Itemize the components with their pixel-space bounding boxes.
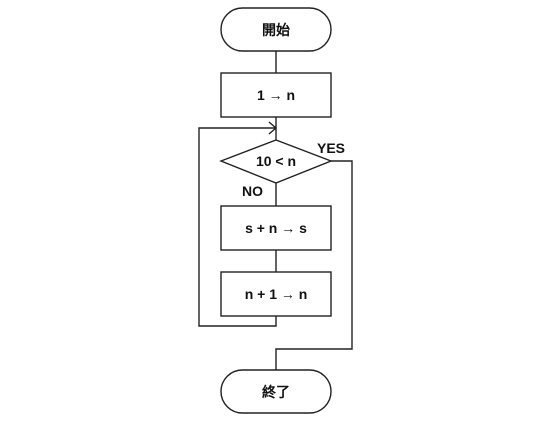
end-label: 終了: [262, 384, 290, 400]
condition-label: 10 < n: [256, 153, 296, 169]
init-node: 1 → n: [220, 72, 332, 118]
increment-label: n + 1 → n: [245, 286, 308, 302]
add-label: s + n → s: [245, 220, 307, 236]
loop-arrowhead: [268, 121, 278, 135]
condition-node: 10 < n: [219, 139, 333, 184]
add-node: s + n → s: [220, 205, 332, 251]
yes-label: YES: [317, 140, 345, 156]
no-label: NO: [242, 183, 263, 199]
loop-back-line: [198, 127, 277, 327]
add-process-shape: [220, 205, 332, 251]
increment-process-shape: [220, 271, 332, 317]
end-terminal-shape: [220, 369, 332, 414]
end-node: 終了: [220, 369, 332, 414]
condition-decision-shape: [219, 139, 333, 184]
yes-branch-line: [275, 160, 353, 370]
init-label: 1 → n: [257, 87, 295, 103]
increment-node: n + 1 → n: [220, 271, 332, 317]
start-label: 開始: [262, 22, 290, 38]
start-node: 開始: [220, 7, 332, 52]
init-process-shape: [220, 72, 332, 118]
start-terminal-shape: [220, 7, 332, 52]
